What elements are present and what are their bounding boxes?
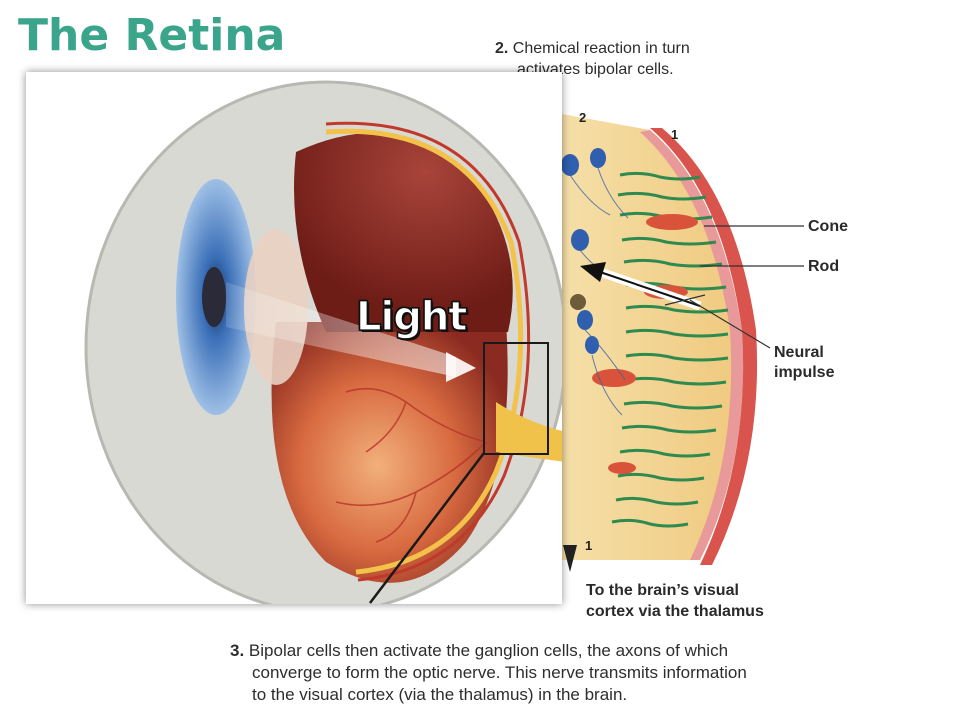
label-to-brain: To the brain’s visual cortex via the tha… bbox=[586, 580, 806, 622]
optic-nerve bbox=[496, 402, 562, 462]
callout-lines bbox=[664, 225, 804, 349]
label-neural-impulse: Neural impulse bbox=[774, 343, 864, 383]
marker-2: 2 bbox=[579, 110, 587, 125]
step-3-line-3: to the visual cortex (via the thalamus) … bbox=[252, 685, 628, 704]
label-neural-line-1: Neural bbox=[774, 344, 824, 361]
light-arrow-head bbox=[446, 352, 476, 382]
step-3-line-2: converge to form the optic nerve. This n… bbox=[252, 663, 747, 682]
step-2-number: 2. bbox=[495, 40, 509, 57]
to-brain-arrow bbox=[563, 545, 577, 572]
light-beam bbox=[226, 282, 456, 377]
page-title: The Retina bbox=[18, 10, 286, 61]
cell-fibers bbox=[569, 167, 629, 416]
sclera-layer bbox=[650, 128, 758, 565]
label-light: Light bbox=[355, 293, 468, 340]
choroid-layer bbox=[640, 130, 744, 560]
ganglion-cell bbox=[570, 294, 586, 310]
pupil bbox=[202, 267, 226, 327]
eye-cross-section-panel: Light bbox=[26, 72, 562, 604]
label-rod: Rod bbox=[808, 258, 840, 275]
label-cone: Cone bbox=[808, 218, 848, 235]
marker-1-top: 1 bbox=[671, 127, 679, 142]
vitreous-upper bbox=[294, 132, 513, 332]
step-2-line-1: Chemical reaction in turn bbox=[512, 40, 690, 57]
step-3-line-1: Bipolar cells then activate the ganglion… bbox=[248, 641, 729, 660]
label-brain-line-1: To the brain’s visual bbox=[586, 582, 739, 599]
step-3-number: 3. bbox=[230, 641, 245, 660]
eye-illustration bbox=[84, 80, 562, 604]
step-3-caption: 3. Bipolar cells then activate the gangl… bbox=[230, 640, 830, 706]
label-neural-line-2: impulse bbox=[774, 364, 835, 381]
zoom-box bbox=[483, 342, 549, 455]
bipolar-cells bbox=[561, 148, 606, 354]
label-brain-line-2: cortex via the thalamus bbox=[586, 603, 764, 620]
step-2-caption: 2. Chemical reaction in turn activates b… bbox=[495, 38, 755, 80]
marker-1-bottom: 1 bbox=[585, 538, 593, 553]
rod-cells bbox=[611, 171, 729, 528]
